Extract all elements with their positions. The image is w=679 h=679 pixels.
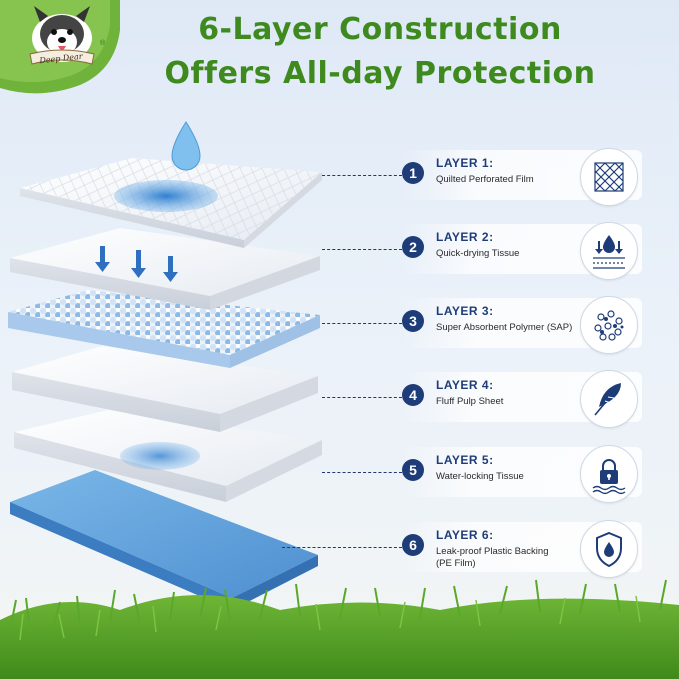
connector-line xyxy=(322,472,402,473)
layer-number-badge: 6 xyxy=(402,534,424,556)
layer-4-row: 4 LAYER 4: Fluff Pulp Sheet xyxy=(322,370,642,428)
lock-water-icon xyxy=(580,445,638,503)
layer-description: Leak-proof Plastic Backing (PE Film) xyxy=(436,546,549,569)
layer-title: LAYER 4: xyxy=(436,378,494,392)
grass-background xyxy=(0,579,679,679)
mesh-film-icon xyxy=(580,148,638,206)
connector-line xyxy=(322,397,402,398)
layer-4-sheet xyxy=(12,346,318,432)
layer-description: Water-locking Tissue xyxy=(436,471,524,482)
layer-number-badge: 4 xyxy=(402,384,424,406)
layer-1-row: 1 LAYER 1: Quilted Perforated Film xyxy=(322,148,642,206)
layer-2-sheet xyxy=(10,228,320,310)
layer-number-badge: 5 xyxy=(402,459,424,481)
headline-line-1: 6-Layer Construction xyxy=(198,12,562,47)
connector-line xyxy=(322,323,402,324)
brand-logo: Deep Dear ® xyxy=(0,0,120,95)
absorb-arrows-icon xyxy=(95,246,178,282)
layer-number-badge: 3 xyxy=(402,310,424,332)
layer-5-sheet xyxy=(14,410,322,502)
layer-number-badge: 1 xyxy=(402,162,424,184)
registered-mark: ® xyxy=(100,40,106,47)
layer-title: LAYER 5: xyxy=(436,453,494,467)
layer-stack-illustration xyxy=(8,121,322,610)
connector-line xyxy=(322,249,402,250)
brand-badge-icon xyxy=(0,0,120,94)
layer-2-row: 2 LAYER 2: Quick-drying Tissue xyxy=(322,222,642,280)
layer-description: Super Absorbent Polymer (SAP) xyxy=(436,322,573,333)
connector-line xyxy=(322,175,402,176)
layer-6-sheet xyxy=(10,470,318,610)
layer-3-sheet xyxy=(8,290,320,368)
layer-description: Quick-drying Tissue xyxy=(436,248,520,259)
drops-arrow-icon xyxy=(580,222,638,280)
connector-line xyxy=(282,547,402,548)
headline-line-2: Offers All-day Protection xyxy=(164,56,596,91)
layer-title: LAYER 3: xyxy=(436,304,494,318)
layer-description: Quilted Perforated Film xyxy=(436,174,534,185)
layer-6-row: 6 LAYER 6: Leak-proof Plastic Backing (P… xyxy=(282,520,642,578)
layer-1-sheet xyxy=(20,158,322,248)
polymer-beads-icon xyxy=(580,296,638,354)
water-drop-icon xyxy=(171,121,201,171)
layer-title: LAYER 1: xyxy=(436,156,494,170)
shield-drop-icon xyxy=(580,520,638,578)
layer-3-row: 3 LAYER 3: Super Absorbent Polymer (SAP) xyxy=(322,296,642,354)
layer-5-row: 5 LAYER 5: Water-locking Tissue xyxy=(322,445,642,503)
feather-icon xyxy=(580,370,638,428)
layer-description: Fluff Pulp Sheet xyxy=(436,396,504,407)
layer-number-badge: 2 xyxy=(402,236,424,258)
layer-title: LAYER 2: xyxy=(436,230,494,244)
layer-title: LAYER 6: xyxy=(436,528,494,542)
